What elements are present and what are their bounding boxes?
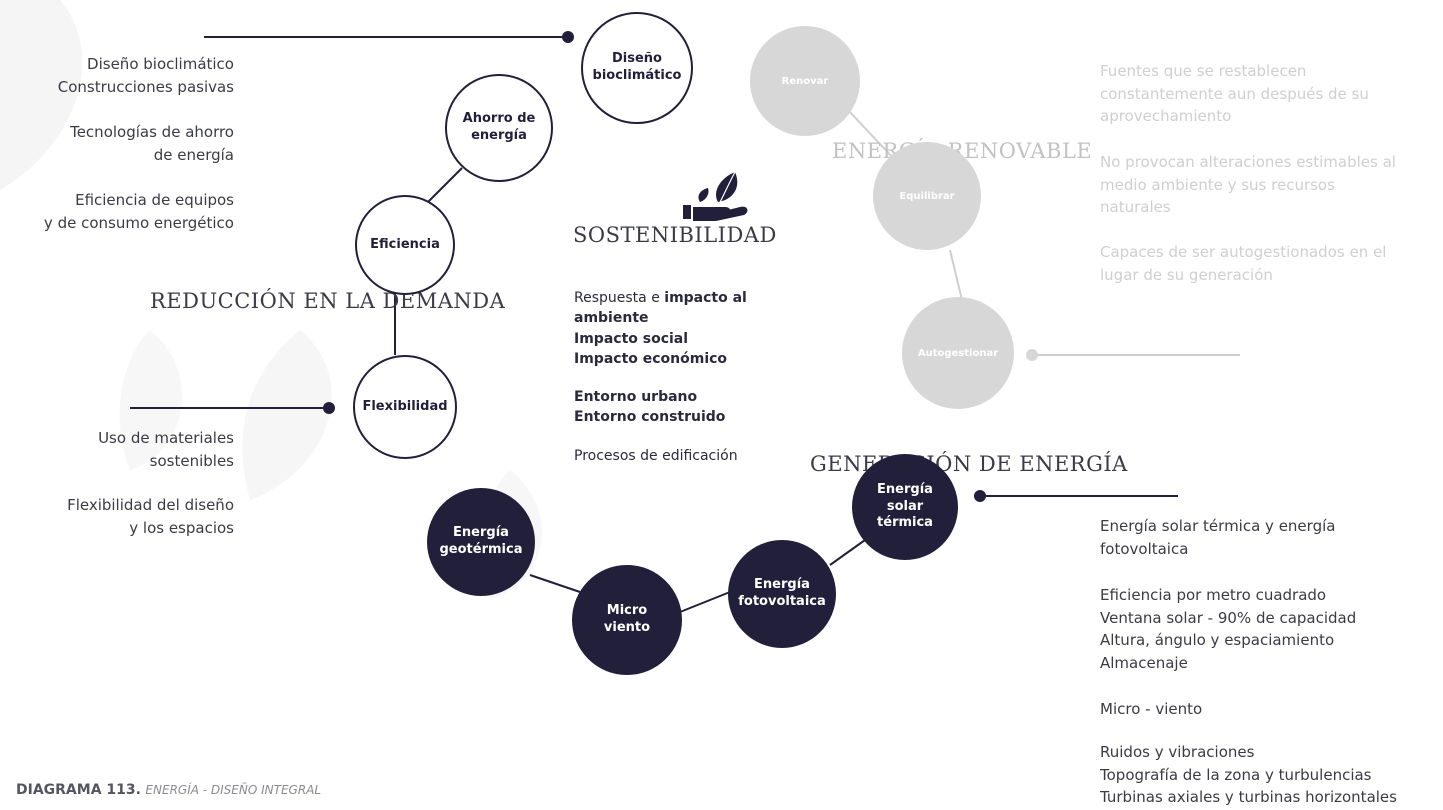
decorative-leaf — [119, 330, 183, 470]
connector — [949, 249, 963, 301]
generation-desc-3: Micro - viento — [1100, 700, 1203, 718]
decorative-leaf — [242, 330, 332, 500]
flex-desc-2: Flexibilidad del diseño y los espacios — [67, 496, 234, 537]
sustainability-line: Entorno construido — [574, 409, 726, 426]
node-micro-viento: Micro viento — [572, 565, 682, 675]
node-energia-solar-termica: Energía solar térmica — [852, 454, 958, 560]
flex-desc-1: Uso de materiales sostenibles — [98, 429, 234, 470]
node-equilibrar: Equilibrar — [873, 142, 981, 250]
node-energia-geotermica: Energía geotérmica — [427, 488, 535, 596]
connector — [847, 109, 896, 161]
generation-desc-2: Eficiencia por metro cuadrado Ventana so… — [1100, 586, 1357, 672]
sustainability-paragraph-3: Procesos de edificación — [574, 446, 774, 466]
sustainability-body: Respuesta e impacto al ambiente Impacto … — [574, 288, 774, 484]
sustainability-line: impacto al ambiente — [574, 290, 747, 327]
node-ahorro-energia: Ahorro de energía — [445, 74, 553, 182]
sustainability-title: SOSTENIBILIDAD — [573, 223, 777, 247]
renewable-desc-1: Fuentes que se restablecen constantement… — [1100, 62, 1369, 125]
sustainability-line: Entorno urbano — [574, 389, 698, 406]
decorative-leaf — [0, 0, 83, 190]
demand-desc-1: Diseño bioclimático Construcciones pasiv… — [57, 55, 234, 96]
node-diseno-bioclimatico: Diseño bioclimático — [581, 12, 693, 124]
generation-section-title: GENERACIÓN DE ENERGÍA — [810, 452, 1128, 476]
node-renovar: Renovar — [750, 26, 860, 136]
sustainability-line: Impacto económico — [574, 350, 728, 367]
node-eficiencia: Eficiencia — [355, 195, 455, 295]
node-energia-fotovoltaica: Energía fotovoltaica — [728, 540, 836, 648]
node-flexibilidad: Flexibilidad — [353, 355, 457, 459]
hand-leaf-icon — [683, 171, 748, 221]
connector — [829, 539, 866, 566]
sustainability-line: Procesos de edificación — [574, 447, 738, 464]
sustainability-line: Impacto social — [574, 330, 689, 347]
renewable-desc-2: No provocan alteraciones estimables al m… — [1100, 153, 1396, 216]
demand-section-title: REDUCCIÓN EN LA DEMANDA — [150, 289, 506, 313]
caption-number: DIAGRAMA 113. — [16, 782, 141, 798]
leader-dot — [974, 490, 986, 502]
leader-dot — [562, 31, 574, 43]
connector — [679, 591, 731, 613]
connector — [529, 574, 581, 593]
node-autogestionar: Autogestionar — [902, 297, 1014, 409]
caption-title: ENERGÍA - DISEÑO INTEGRAL — [145, 783, 322, 797]
demand-desc-2: Tecnologías de ahorro de energía — [70, 123, 234, 164]
leader-dot — [323, 402, 335, 414]
demand-desc-3: Eficiencia de equipos y de consumo energ… — [43, 191, 234, 232]
sustainability-line: Respuesta e — [574, 290, 665, 306]
sustainability-paragraph-2: Entorno urbano Entorno construido — [574, 387, 774, 428]
figure-caption: DIAGRAMA 113. ENERGÍA - DISEÑO INTEGRAL — [16, 782, 321, 798]
generation-desc-4: Ruidos y vibraciones Topografía de la zo… — [1100, 743, 1397, 806]
leader-dot — [1026, 349, 1038, 361]
renewable-desc-3: Capaces de ser autogestionados en el lug… — [1100, 243, 1387, 284]
sustainability-paragraph-1: Respuesta e impacto al ambiente Impacto … — [574, 288, 774, 369]
generation-desc-1: Energía solar térmica y energía fotovolt… — [1100, 517, 1336, 558]
